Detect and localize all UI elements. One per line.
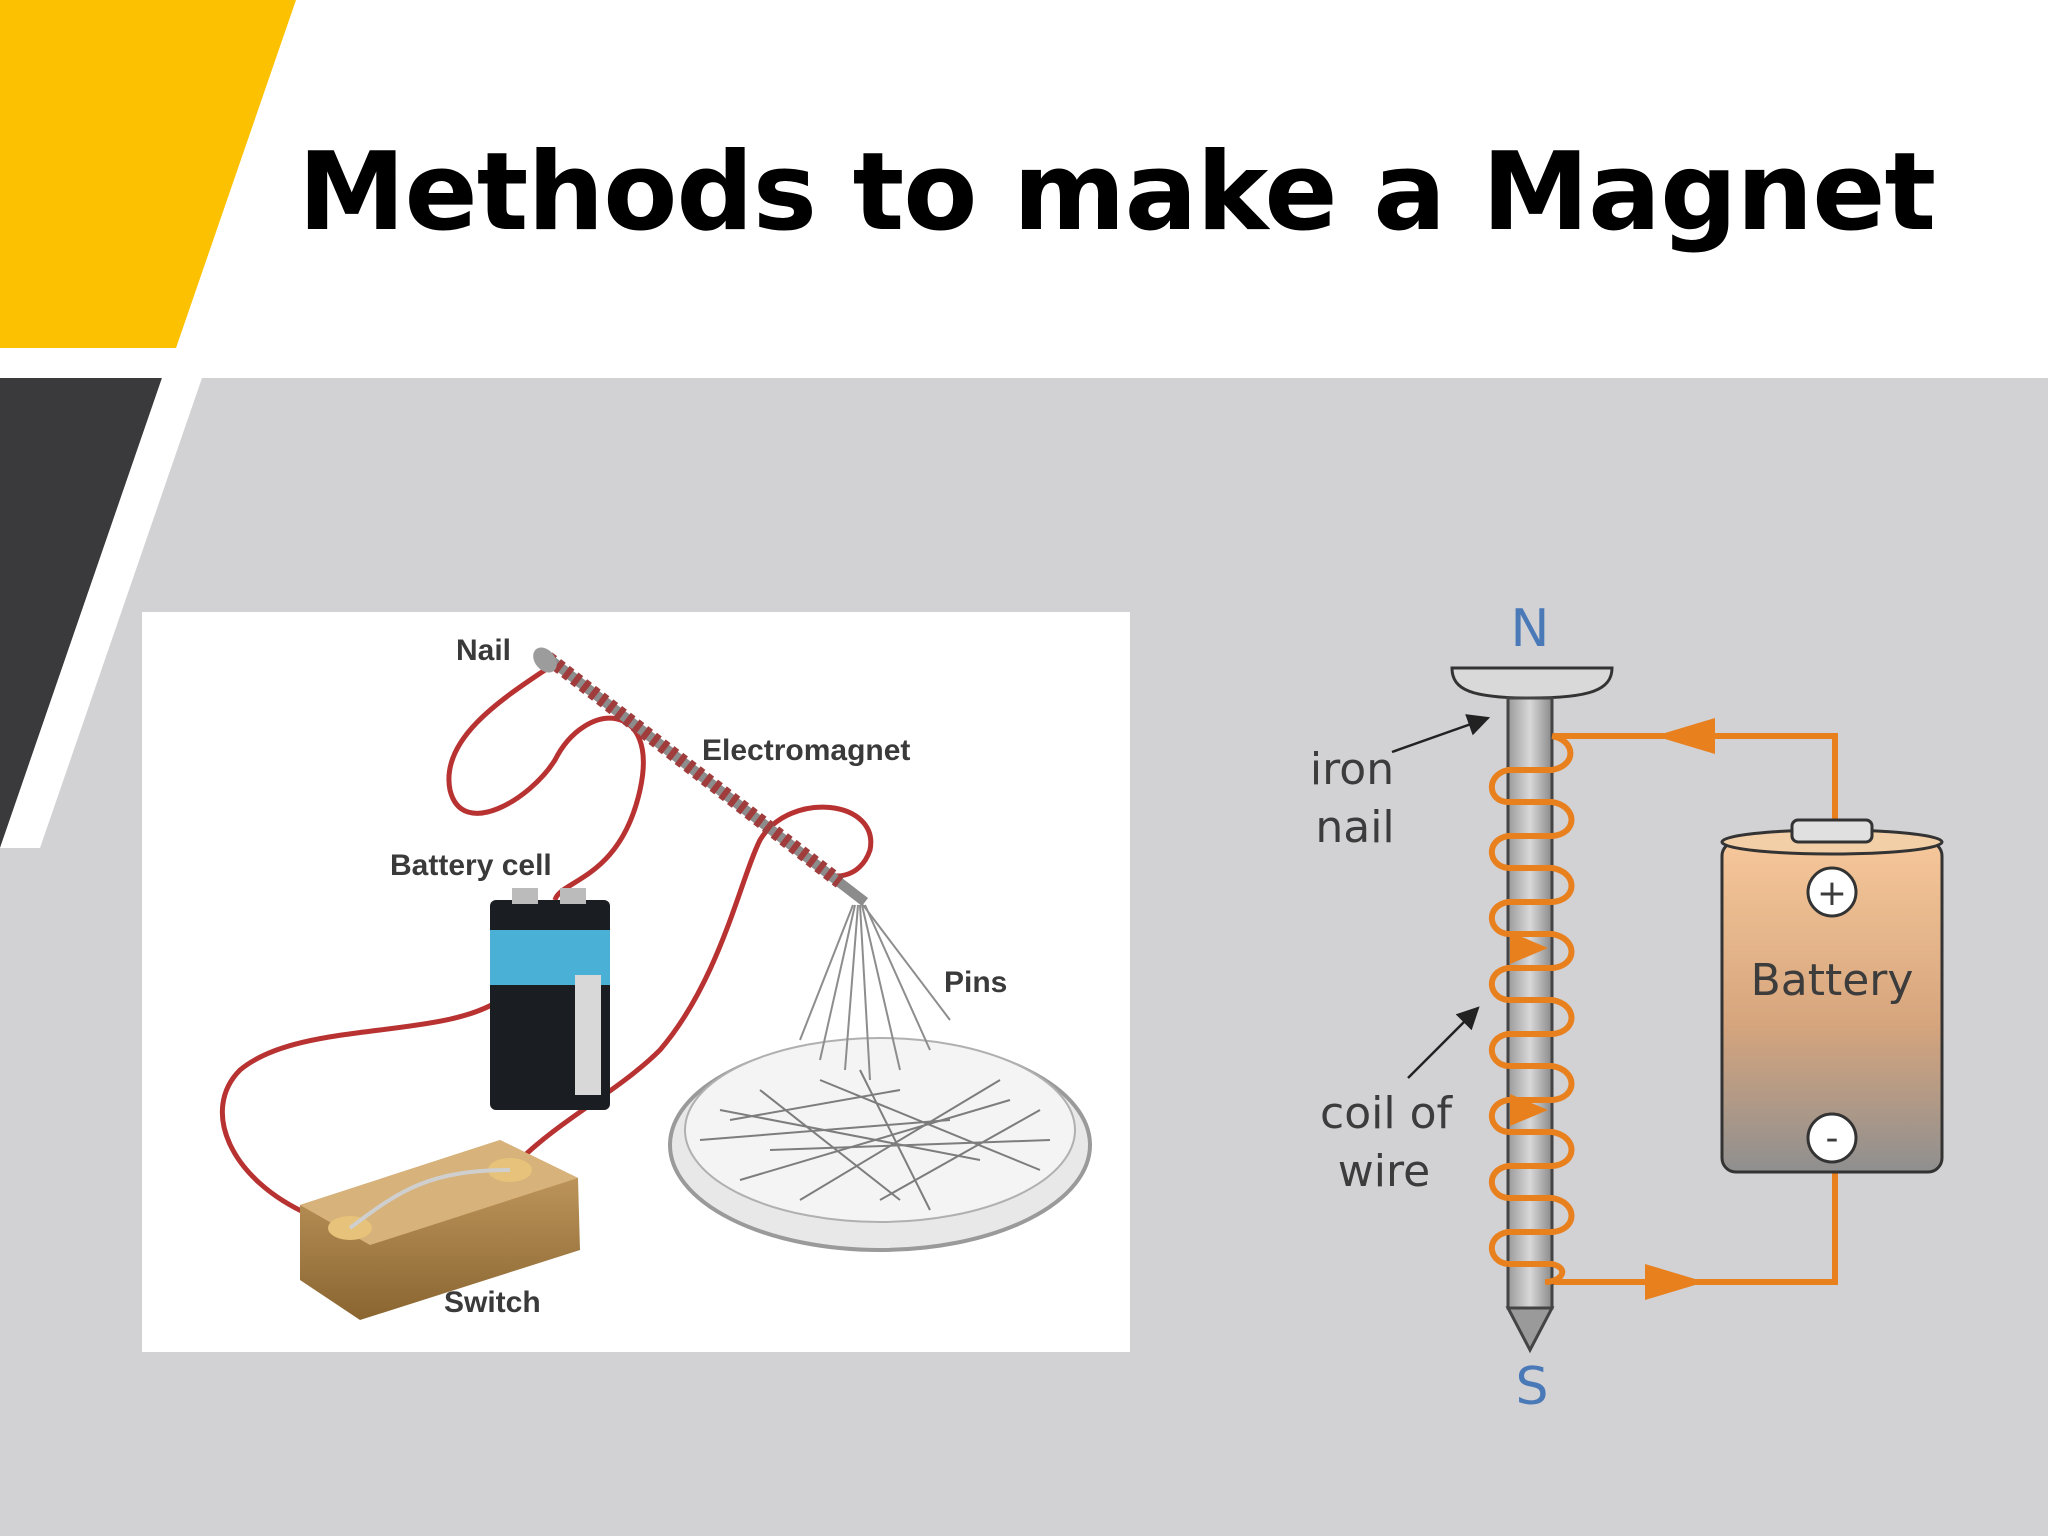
electromagnet-experiment-diagram: Nail Electromagnet Battery cell Pins Swi… [142, 612, 1130, 1352]
battery-cell [490, 888, 610, 1110]
battery: + - Battery [1720, 818, 1944, 1174]
slide-title: Methods to make a Magnet [298, 130, 1936, 255]
wire-battery-to-switch [220, 997, 502, 1218]
iron-nail-pointer [1391, 714, 1491, 754]
iron-nail-circuit-diagram: + - Battery N S iron nail coil of wire [1310, 599, 1944, 1417]
label-pins: Pins [944, 966, 1007, 999]
coil-pointer [1407, 1006, 1480, 1079]
circuit-wire-top [1545, 733, 1838, 820]
pins-dish [668, 904, 1092, 1252]
iron-nail-label-line1: iron [1310, 744, 1394, 795]
label-battery-cell: Battery cell [390, 849, 552, 882]
battery-plus-terminal [1806, 866, 1858, 918]
label-switch: Switch [444, 1286, 541, 1319]
label-nail: Nail [456, 634, 511, 667]
current-arrow-top [1655, 718, 1715, 754]
current-arrow-bottom [1645, 1264, 1705, 1300]
battery-minus-sign: - [1826, 1118, 1839, 1159]
coil-label-line2: wire [1338, 1146, 1430, 1197]
yellow-accent-shape [0, 0, 296, 348]
coil-label-line1: coil of [1320, 1088, 1453, 1139]
coiled-nail [533, 647, 869, 906]
coil-of-wire [1488, 733, 1575, 1285]
circuit-wire-bottom [1545, 1170, 1838, 1285]
white-divider-stripe [0, 378, 202, 848]
switch [300, 1140, 580, 1320]
wire-switch-to-coil [518, 804, 874, 1162]
label-electromagnet: Electromagnet [702, 734, 910, 767]
south-pole-label: S [1515, 1357, 1548, 1417]
iron-nail-label-line2: nail [1315, 802, 1394, 853]
battery-label: Battery [1751, 955, 1914, 1006]
nail-head [533, 647, 557, 673]
coil-arrow-1 [1510, 932, 1548, 964]
battery-plus-sign: + [1817, 873, 1847, 914]
battery-minus-terminal [1806, 1112, 1858, 1164]
wire-nail-to-battery [446, 667, 646, 902]
north-pole-label: N [1511, 599, 1550, 659]
coil-arrow-2 [1510, 1094, 1548, 1126]
